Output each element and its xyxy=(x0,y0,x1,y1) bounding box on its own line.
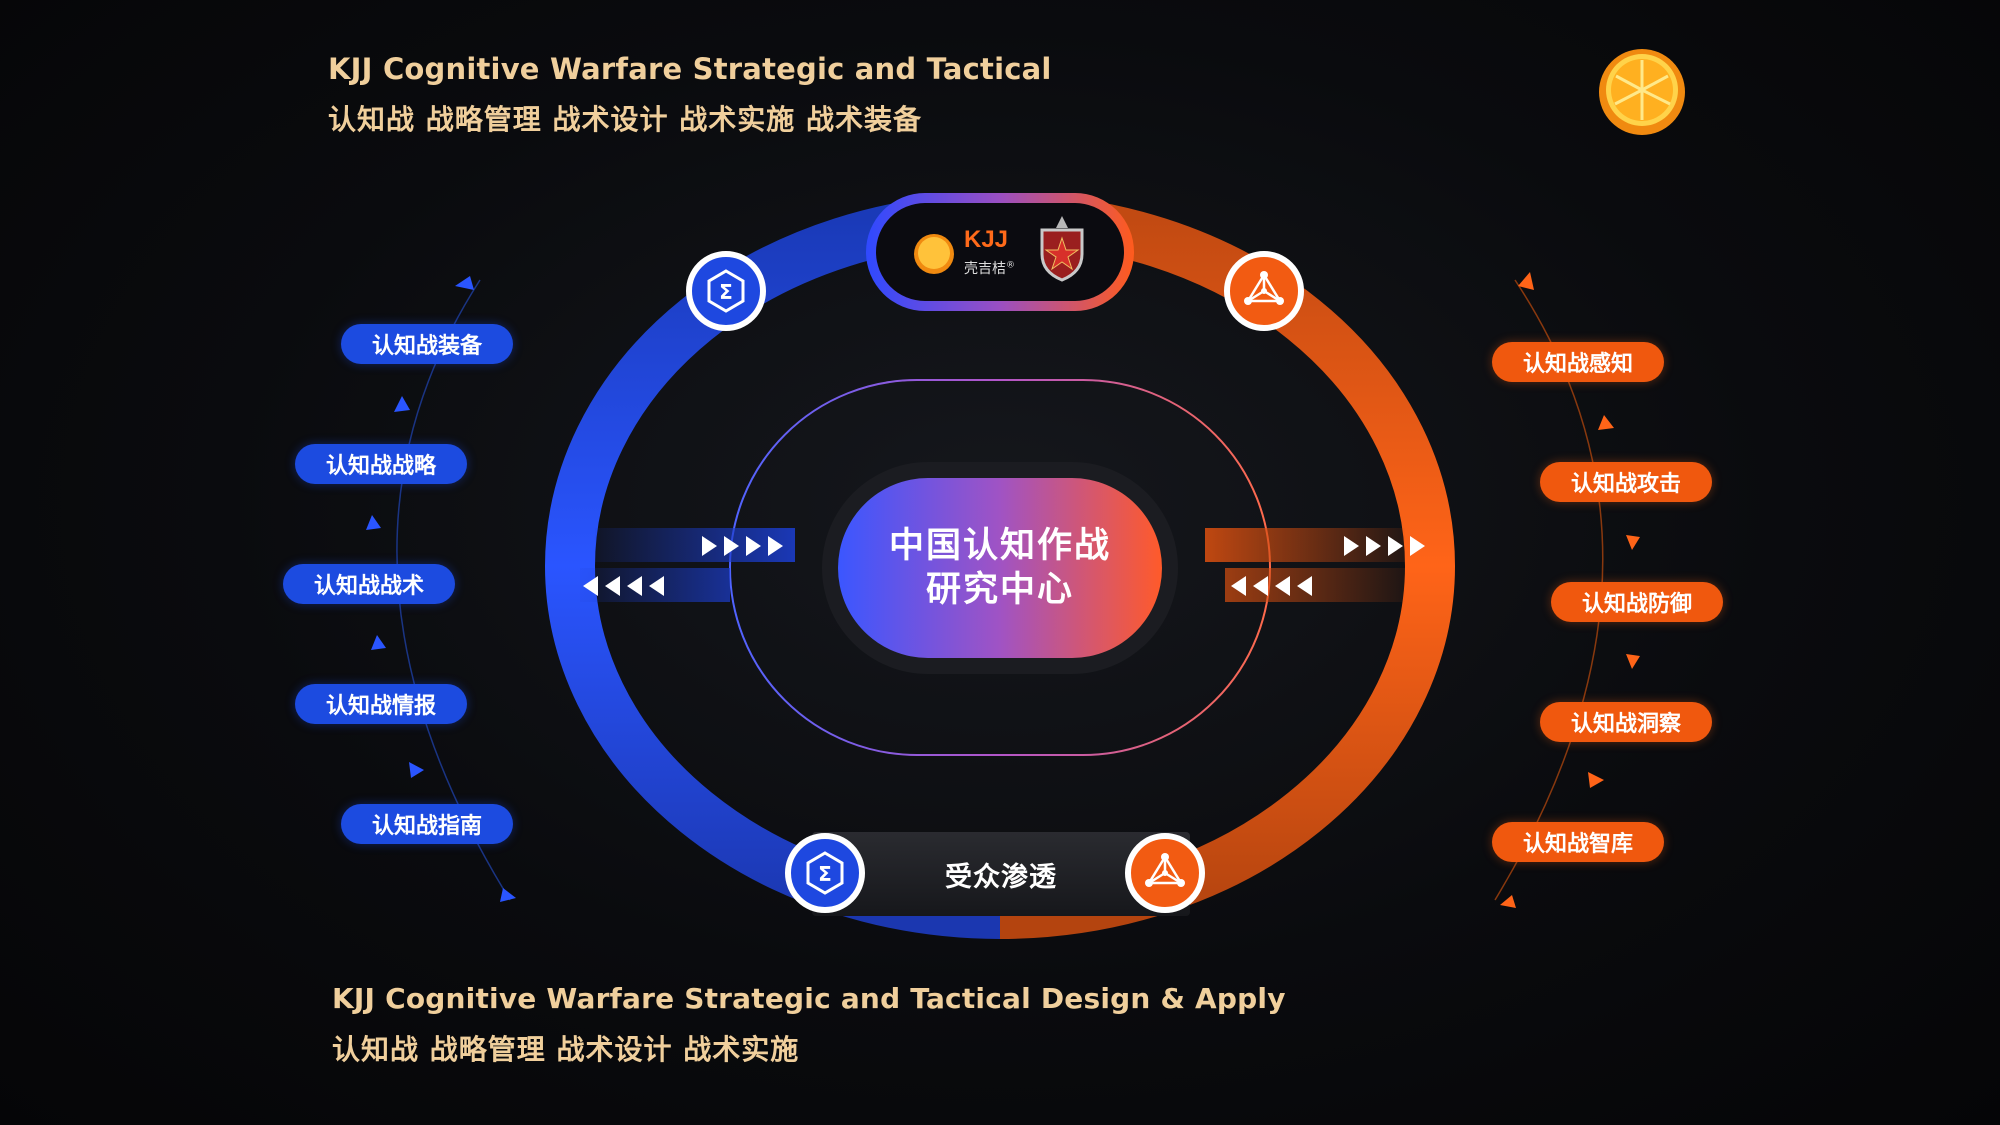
left-item-strategy[interactable]: 认知战战略 xyxy=(295,444,467,484)
left-arrow-5 xyxy=(409,762,424,778)
left-item-intelligence[interactable]: 认知战情报 xyxy=(295,684,467,724)
orange-ring-arc xyxy=(999,193,1455,939)
footer-title-cn: 认知战 战略管理 战术设计 战术实施 xyxy=(332,1033,800,1066)
sigma-hexagon-icon: Σ xyxy=(686,251,766,331)
right-item-insight[interactable]: 认知战洞察 xyxy=(1540,702,1712,742)
center-hub: 中国认知作战 研究中心 xyxy=(838,478,1162,658)
right-arrow-3 xyxy=(1626,535,1640,550)
right-chevrons-in xyxy=(1231,576,1312,596)
header-title-cn: 认知战 战略管理 战术设计 战术实施 战术装备 xyxy=(328,103,922,136)
right-arrow-5 xyxy=(1588,772,1604,788)
right-item-perception[interactable]: 认知战感知 xyxy=(1492,342,1664,382)
right-item-thinktank[interactable]: 认知战智库 xyxy=(1492,822,1664,862)
right-arrow-2 xyxy=(1598,415,1614,430)
right-arrow-1 xyxy=(1518,272,1534,290)
orange-slice-icon xyxy=(914,234,954,274)
header-title-en: KJJ Cognitive Warfare Strategic and Tact… xyxy=(328,52,1052,86)
left-chevrons-out xyxy=(583,576,664,596)
left-arrow-6 xyxy=(500,888,516,902)
brand-name-cn: 壳吉桔® xyxy=(964,260,1015,277)
right-chevrons-out xyxy=(1344,536,1425,556)
svg-text:Σ: Σ xyxy=(719,280,733,304)
network-nodes-icon xyxy=(1125,833,1205,913)
orange-slice-icon xyxy=(1599,49,1685,135)
right-beam-lower xyxy=(1225,568,1405,602)
left-item-equipment[interactable]: 认知战装备 xyxy=(341,324,513,364)
left-item-tactics[interactable]: 认知战战术 xyxy=(283,564,455,604)
left-arrow-2 xyxy=(394,396,410,412)
center-title-line1: 中国认知作战 xyxy=(888,526,1111,566)
right-arrow-6 xyxy=(1500,895,1516,908)
right-item-defense[interactable]: 认知战防御 xyxy=(1551,582,1723,622)
left-arrow-4 xyxy=(371,635,386,650)
left-beam-upper xyxy=(595,528,795,562)
center-title-line2: 研究中心 xyxy=(925,570,1074,610)
right-arrow-4 xyxy=(1626,654,1640,669)
brand-name: KJJ xyxy=(964,226,1009,253)
footer-title-en: KJJ Cognitive Warfare Strategic and Tact… xyxy=(332,982,1286,1015)
left-chevrons-in xyxy=(702,536,783,556)
network-nodes-icon xyxy=(1224,251,1304,331)
inner-thin-ring xyxy=(729,379,1271,756)
left-item-guide[interactable]: 认知战指南 xyxy=(341,804,513,844)
right-item-attack[interactable]: 认知战攻击 xyxy=(1540,462,1712,502)
sigma-hexagon-icon: Σ xyxy=(785,833,865,913)
left-arrow-3 xyxy=(366,515,381,530)
left-arrow-1 xyxy=(455,276,474,290)
shield-emblem-icon xyxy=(1040,216,1084,282)
svg-text:Σ: Σ xyxy=(818,862,832,886)
audience-penetration-label: 受众渗透 xyxy=(945,861,1057,893)
